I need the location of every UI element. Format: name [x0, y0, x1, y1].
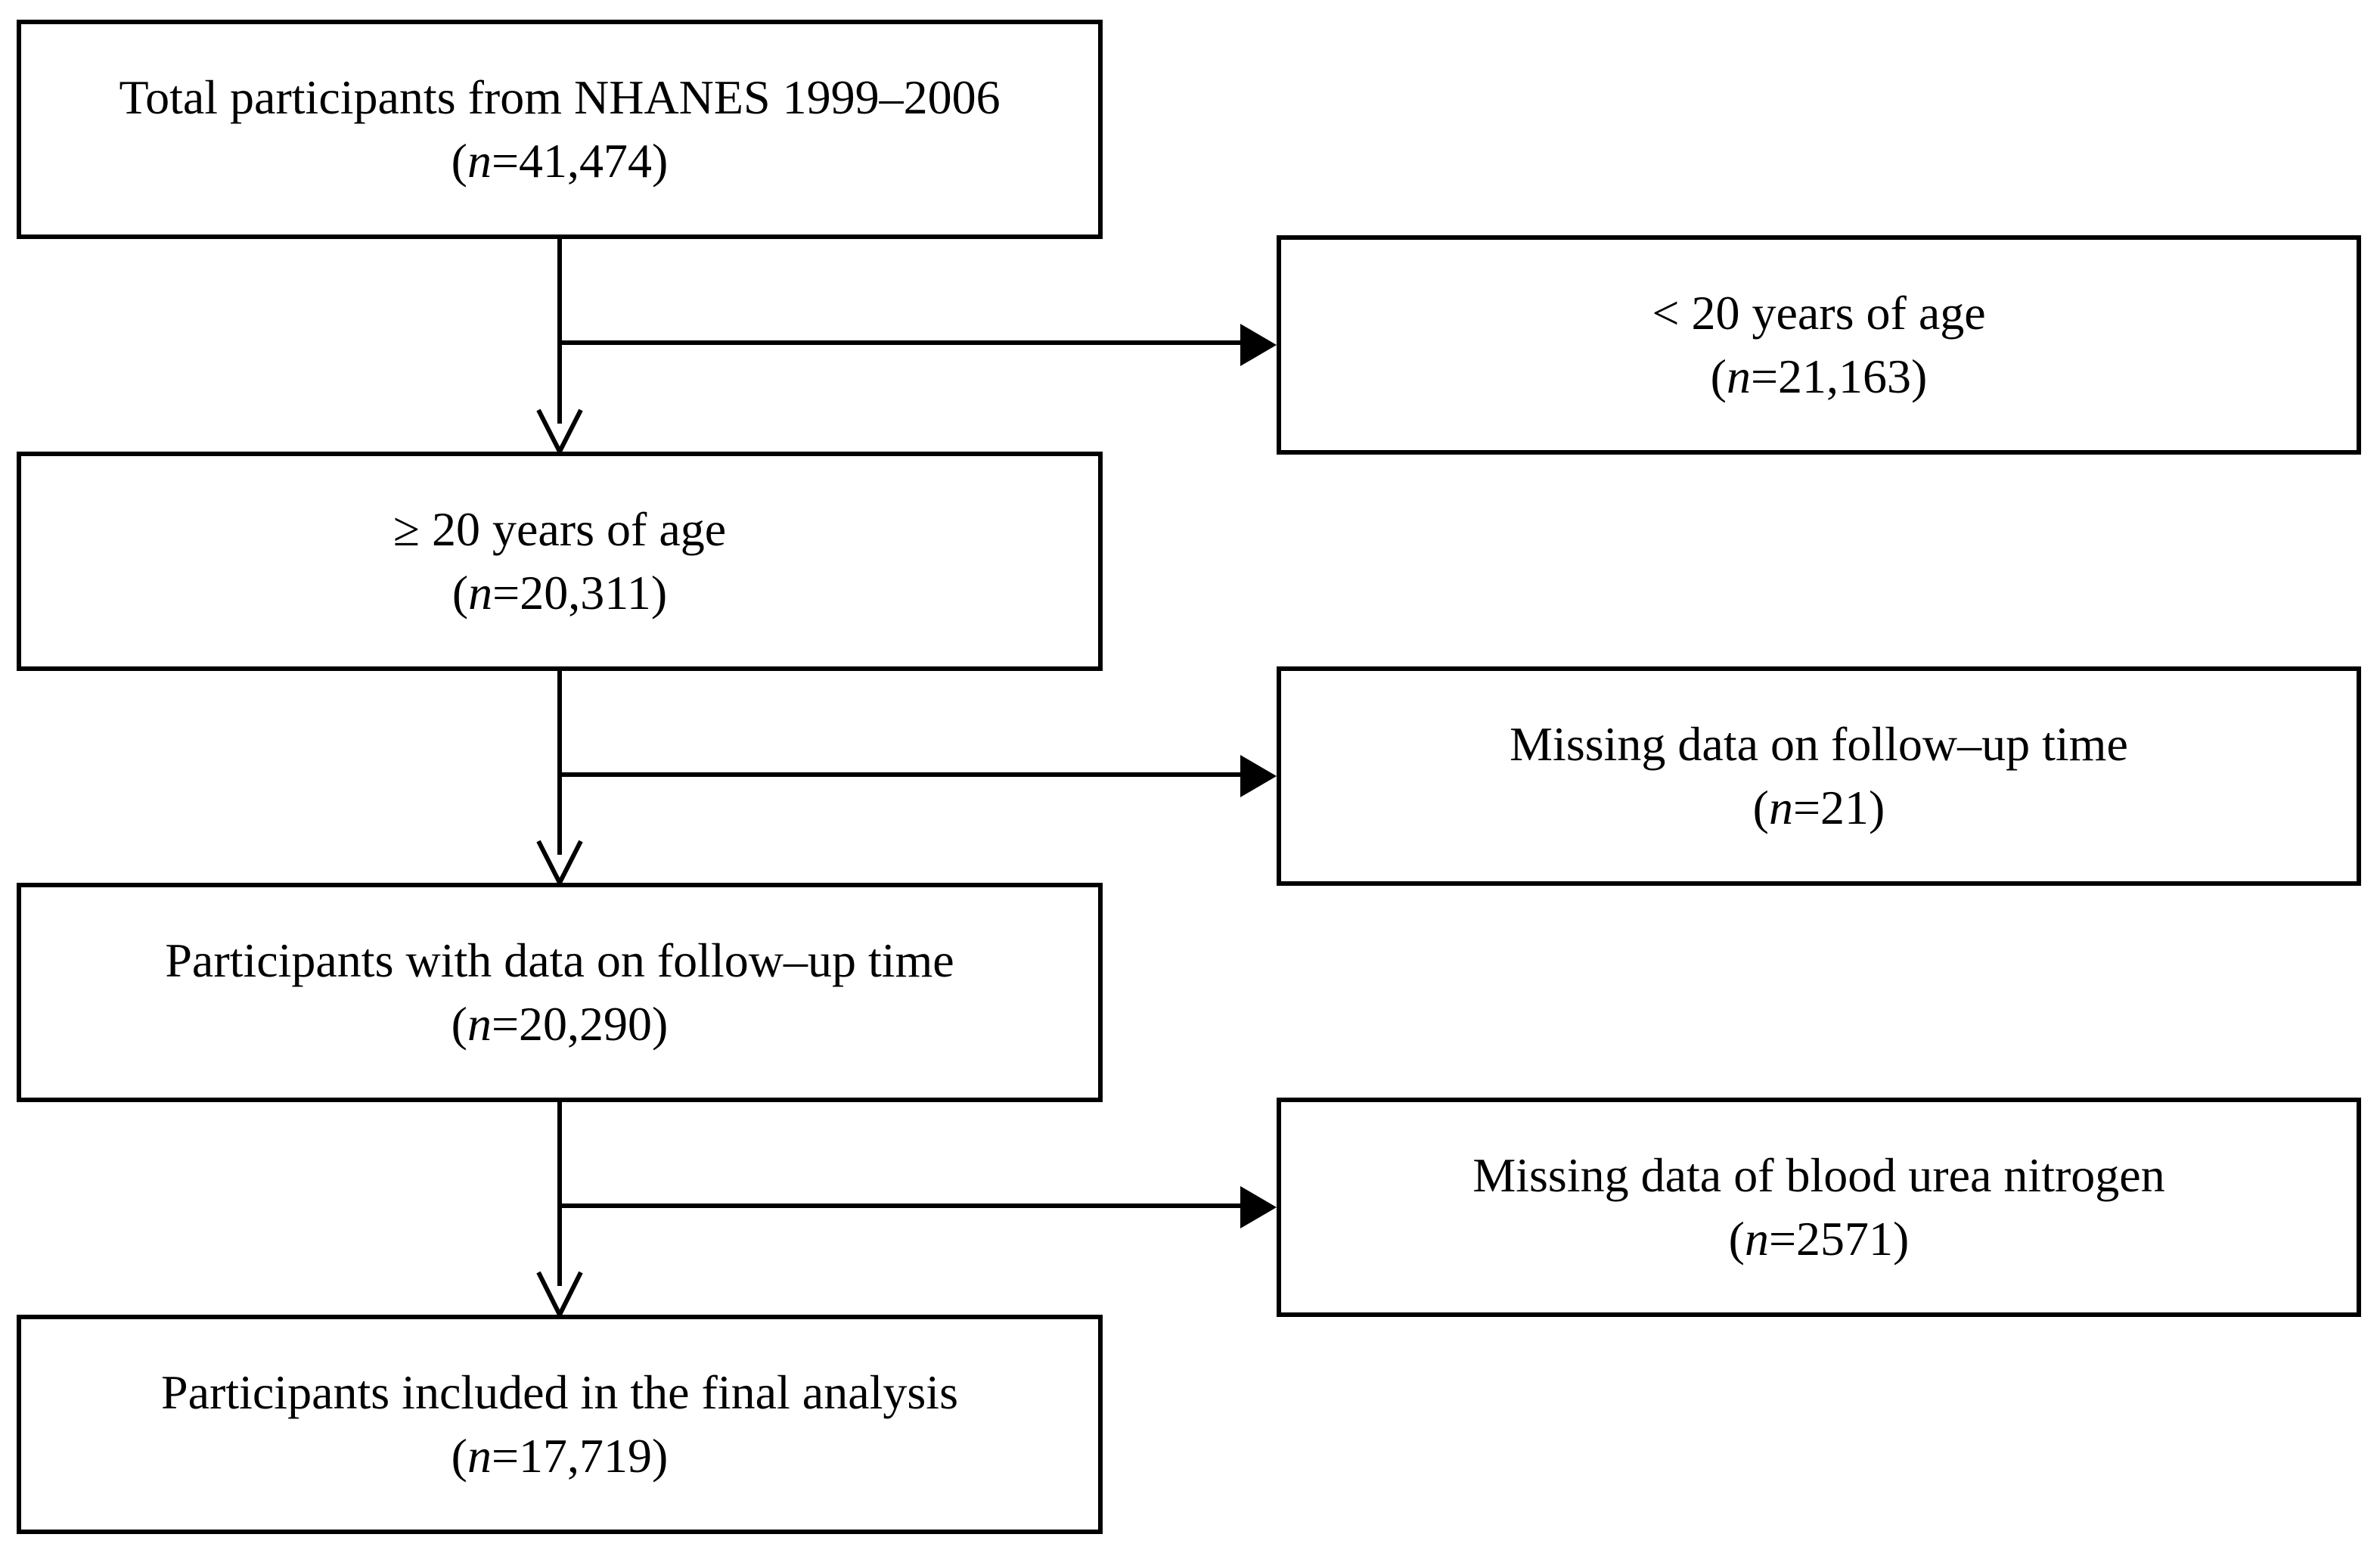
arrowhead-adult: [536, 408, 583, 457]
count-value: =21): [1792, 781, 1885, 834]
box-label: Missing data on follow–up time: [1510, 717, 2128, 771]
final-analysis-box: Participants included in the final analy…: [17, 1315, 1103, 1534]
count-paren: (: [451, 566, 469, 620]
arrowhead-final: [536, 1271, 583, 1320]
adult-20-plus-box: ≥ 20 years of age (n=20,311): [17, 452, 1103, 671]
missing-bun-box: Missing data of blood urea nitrogen (n=2…: [1277, 1098, 2361, 1317]
box-count: (n=2571): [1729, 1207, 1910, 1271]
box-label: Missing data of blood urea nitrogen: [1472, 1148, 2165, 1202]
count-value: =41,474): [491, 134, 669, 188]
arrowhead-followup: [536, 840, 583, 888]
box-label: Participants included in the final analy…: [161, 1365, 958, 1419]
count-value: =2571): [1768, 1212, 1910, 1266]
count-var: n: [467, 1429, 492, 1483]
arrowhead-under20: [1240, 324, 1277, 366]
count-var: n: [467, 997, 492, 1051]
box-count: (n=21): [1753, 776, 1885, 840]
box-label: ≥ 20 years of age: [393, 502, 727, 556]
count-value: =21,163): [1750, 349, 1928, 403]
count-var: n: [1744, 1212, 1769, 1266]
count-var: n: [1726, 349, 1751, 403]
total-participants-box: Total participants from NHANES 1999–2006…: [17, 20, 1103, 239]
count-value: =20,290): [491, 997, 669, 1051]
box-label: < 20 years of age: [1652, 286, 1986, 340]
count-paren: (: [1752, 781, 1769, 834]
count-paren: (: [451, 134, 467, 188]
arrowhead-missing-followup: [1240, 755, 1277, 797]
count-paren: (: [1710, 349, 1727, 403]
count-var: n: [1768, 781, 1793, 834]
box-count: (n=21,163): [1711, 345, 1928, 408]
count-var: n: [467, 134, 492, 188]
with-followup-box: Participants with data on follow–up time…: [17, 883, 1103, 1102]
box-label: Total participants from NHANES 1999–2006: [119, 70, 1001, 124]
box-count: (n=41,474): [451, 129, 669, 193]
count-value: =20,311): [492, 566, 668, 620]
count-paren: (: [1728, 1212, 1745, 1266]
count-paren: (: [451, 997, 467, 1051]
arrowhead-missing-bun: [1240, 1186, 1277, 1228]
box-count: (n=20,311): [452, 561, 667, 625]
box-count: (n=20,290): [451, 992, 669, 1056]
missing-followup-box: Missing data on follow–up time (n=21): [1277, 666, 2361, 886]
under-20-box: < 20 years of age (n=21,163): [1277, 235, 2361, 455]
box-count: (n=17,719): [451, 1424, 669, 1488]
count-paren: (: [451, 1429, 467, 1483]
count-var: n: [468, 566, 493, 620]
count-value: =17,719): [491, 1429, 669, 1483]
box-label: Participants with data on follow–up time: [165, 933, 954, 987]
